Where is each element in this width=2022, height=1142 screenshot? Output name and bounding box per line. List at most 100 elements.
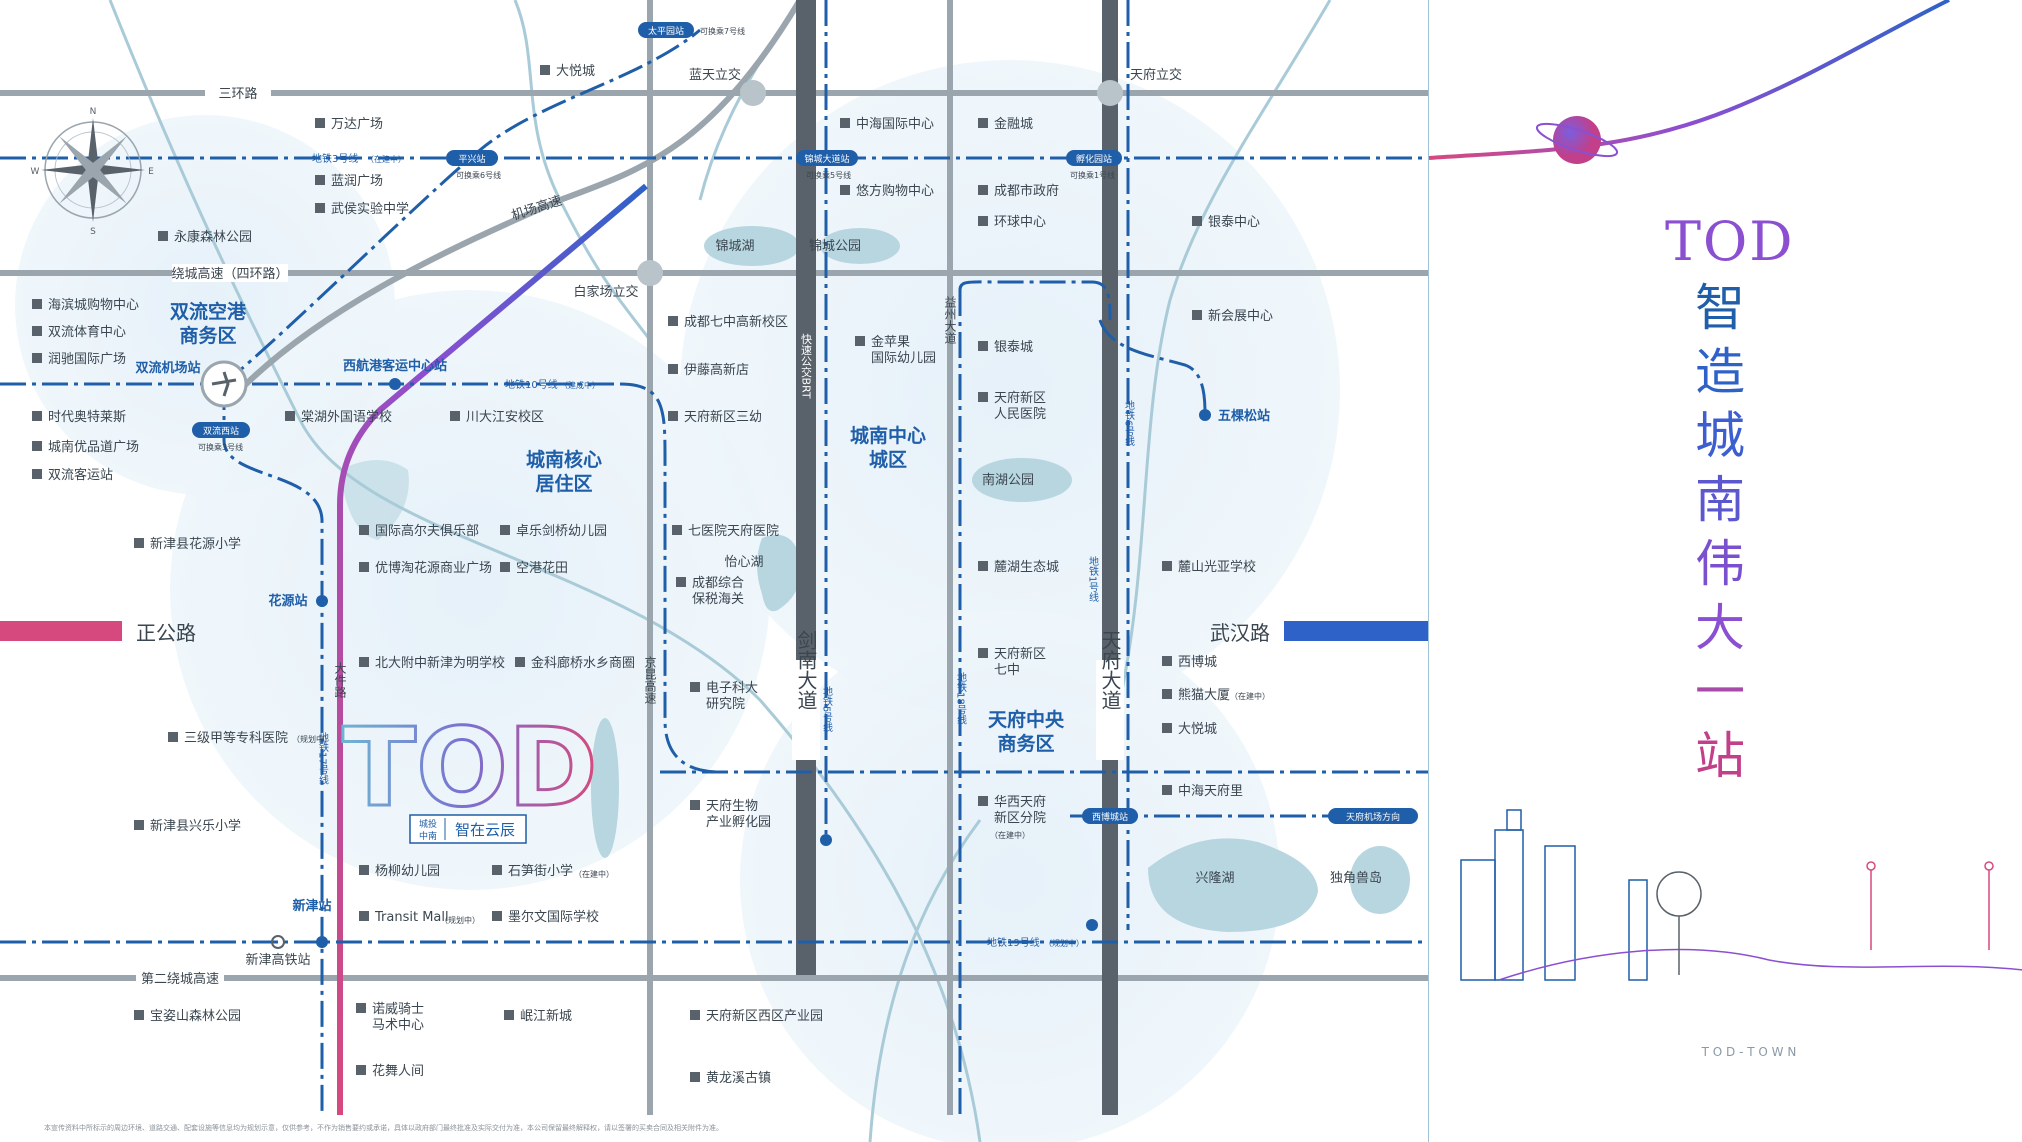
poi-label: 伊藤高新店 <box>684 362 749 378</box>
poi-yiteng: 伊藤高新店 <box>668 362 749 378</box>
poi-lanrun: 蓝润广场 <box>315 174 383 189</box>
poi-label: 润驰国际广场 <box>48 352 126 367</box>
poi-label: 双流客运站 <box>48 467 113 483</box>
poi-icon <box>500 525 510 535</box>
poi-icon <box>978 561 988 571</box>
note-pingxing: 可换乘6号线 <box>456 170 501 180</box>
metro-labels: 地铁3号线 （在建中） 地铁10号线 （建成中） 地铁19号线 （规划中） 地铁… <box>312 152 1135 949</box>
poi-huanglong: 黄龙溪古镇 <box>690 1071 771 1086</box>
svg-text:S: S <box>90 227 96 237</box>
poi-sanjia: 三级甲等专科医院 <box>168 730 288 746</box>
slogan-graphic: T O D - T O W N <box>1428 0 2022 1059</box>
poi-label: 宝姿山森林公园 <box>150 1008 241 1024</box>
poi-youbo: 优博淘花源商业广场 <box>359 560 492 576</box>
poi-label: 人民医院 <box>994 407 1046 422</box>
station-taiping: 太平园站 <box>648 25 684 37</box>
poi-label: 空港花田 <box>516 560 568 576</box>
poi-label: 新区分院 <box>994 810 1046 826</box>
poi-lushan-school: 麓山光亚学校 <box>1162 559 1256 575</box>
poi-icon <box>492 865 502 875</box>
road-label-tianfu: 天府大道 <box>1098 630 1122 710</box>
svg-text:E: E <box>148 167 154 177</box>
zhenggong-road <box>0 183 1428 1115</box>
station-xihang: 西航港客运中心站 <box>343 358 447 374</box>
poi-runchi: 润驰国际广场 <box>32 352 126 367</box>
poi-label: 悠方购物中心 <box>856 183 934 199</box>
poi-note: （在建中） <box>990 830 1030 840</box>
metro-line6-label: 地铁6号线 <box>1123 399 1135 447</box>
poi-icon <box>1162 785 1172 795</box>
station-badges: 太平园站 平兴站 锦城大道站 孵化园站 双流西站 西博城站 天府机场方向 <box>192 22 1418 824</box>
poi-wuhou: 武侯实验中学 <box>315 201 409 217</box>
poi-label: 麓山光亚学校 <box>1178 559 1256 575</box>
poi-tfxiqu: 天府新区西区产业园 <box>690 1008 823 1024</box>
poi-icon <box>855 336 865 346</box>
slogan-vertical-text: 智造城南伟大一站 <box>1695 276 1755 788</box>
poi-tanghu: 棠湖外国语学校 <box>285 409 392 425</box>
metro-line1-label: 地铁1号线 <box>1087 555 1099 603</box>
district-zones <box>15 60 1340 1142</box>
poi-label: 天府新区西区产业园 <box>706 1008 823 1024</box>
slogan-char: 伟 <box>1695 535 1745 593</box>
poi-xibocheng: 西博城 <box>1162 655 1217 670</box>
poi-keyun: 双流客运站 <box>32 467 113 483</box>
poi-label: 南湖公园 <box>982 472 1034 488</box>
airport-icon <box>200 360 248 408</box>
station-markers <box>271 378 1211 949</box>
note-taiping: 可换乘7号线 <box>700 26 745 36</box>
poi-icon <box>840 118 850 128</box>
district-labels: 双流空港 商务区 城南核心 居住区 城南中心 城区 天府中央 商务区 <box>170 300 1065 755</box>
poi-icon <box>1162 656 1172 666</box>
poi-icon <box>359 657 369 667</box>
poi-icon <box>515 657 525 667</box>
city-skyline <box>1460 809 2022 981</box>
district-chengnan-core-1: 城南核心 <box>526 448 602 471</box>
project-badge-left-1: 城投 <box>419 818 437 830</box>
poi-new-expo: 新会展中心 <box>1192 308 1273 324</box>
poi-icon <box>978 216 988 226</box>
poi-label: 金融城 <box>994 116 1033 132</box>
location-map: N S E W 三环路 机场高速 绕城高速（四环路） 第二绕城高速 正公路 武汉… <box>0 0 1428 1142</box>
poi-label: 海滨城购物中心 <box>48 297 139 313</box>
poi-icon <box>668 364 678 374</box>
road-label-wuhan: 武汉路 <box>1210 621 1270 645</box>
poi-icon <box>1162 689 1172 699</box>
road-label-ring4: 绕城高速（四环路） <box>171 266 288 282</box>
poi-xinjin-xingle: 新津县兴乐小学 <box>134 818 241 834</box>
project-badge-right: 智在云辰 <box>455 821 515 839</box>
road-label-dajian: 大件路 <box>333 662 347 699</box>
poi-dayue: 大悦城 <box>540 64 595 79</box>
road-label-airport-expy: 机场高速 <box>510 193 564 224</box>
poi-label: 成都综合 <box>692 576 744 591</box>
metro-line19-sub: （规划中） <box>1044 938 1084 948</box>
station-shuangliuxi: 双流西站 <box>203 425 239 437</box>
poi-label: Transit Mall <box>374 910 449 925</box>
poi-chengnan-youpin: 城南优品道广场 <box>32 439 139 455</box>
poi-icon <box>32 299 42 309</box>
poi-yixin: 怡心湖 <box>724 555 763 570</box>
interchange-lantian: 蓝天立交 <box>689 67 741 83</box>
poi-label: 城南优品道广场 <box>48 439 139 455</box>
poi-label: 国际幼儿园 <box>871 351 936 366</box>
metro-line19-label: 地铁19号线 <box>987 936 1040 949</box>
water-bodies <box>340 226 1410 932</box>
poi-dayue2: 大悦城 <box>1162 722 1217 737</box>
poi-icon <box>315 203 325 213</box>
poi-icon <box>690 1072 700 1082</box>
poi-qizhong: 成都七中高新校区 <box>668 314 788 330</box>
poi-konggang: 空港花田 <box>500 560 568 576</box>
station-wukesong: 五棵松站 <box>1218 408 1270 424</box>
poi-icon <box>978 185 988 195</box>
poi-haibin: 海滨城购物中心 <box>32 297 139 313</box>
slogan-char: 大 <box>1695 599 1745 657</box>
poi-label: 杨柳幼儿园 <box>375 864 440 879</box>
poi-icon <box>690 682 700 692</box>
poi-jinchenghu: 锦城湖 <box>715 239 754 254</box>
poi-sanyou: 天府新区三幼 <box>668 409 762 425</box>
poi-icon <box>690 1010 700 1020</box>
poi-label: 华西天府 <box>994 795 1046 810</box>
poi-icon <box>134 820 144 830</box>
poi-golf: 国际高尔夫俱乐部 <box>359 523 479 539</box>
poi-label: 新津县兴乐小学 <box>150 818 241 834</box>
poi-label: 锦城公园 <box>809 239 861 254</box>
